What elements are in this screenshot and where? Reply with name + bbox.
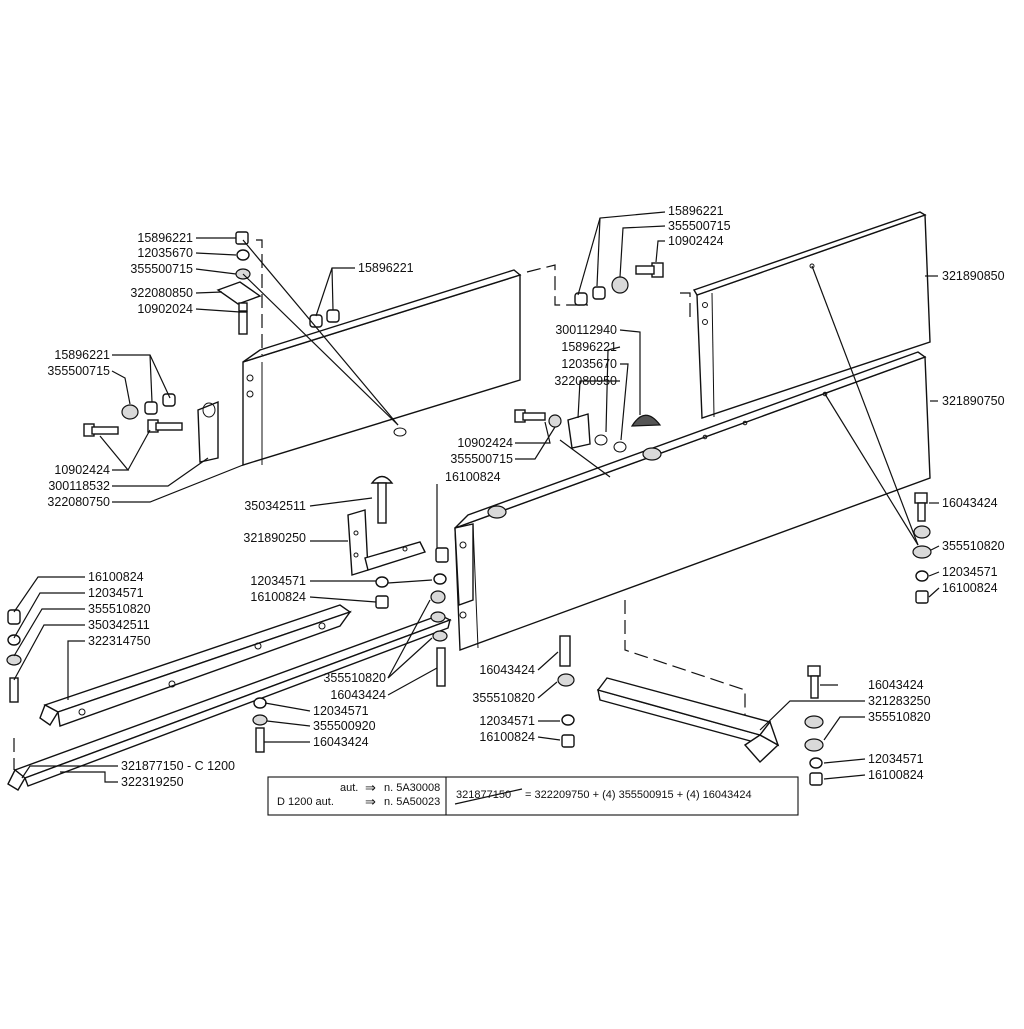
label-l43: 12034571 (313, 704, 369, 718)
label-l40: 16100824 (479, 730, 535, 744)
label-l42: 16043424 (330, 688, 386, 702)
label-l03: 355500715 (130, 262, 193, 276)
label-l04: 322080850 (130, 286, 193, 300)
right-bottom-rail (596, 677, 780, 764)
label-l48: 355510820 (868, 710, 931, 724)
label-l11: 322080750 (47, 495, 110, 509)
label-l05: 10902024 (137, 302, 193, 316)
label-l30: 16100824 (88, 570, 144, 584)
label-l29: 16100824 (250, 590, 306, 604)
arrow-icon-2: ⇒ (365, 794, 376, 809)
hardware-center-right (557, 635, 575, 748)
label-l25: 321890250 (243, 531, 306, 545)
note-equation: = 322209750 + (4) 355500915 + (4) 160434… (525, 789, 752, 801)
leader-lines (13, 211, 940, 783)
hardware-far-right (804, 492, 932, 786)
label-l09: 10902424 (54, 463, 110, 477)
label-l41: 355510820 (323, 671, 386, 685)
note-serial-1: n. 5A30008 (384, 782, 440, 794)
label-l27: 355510820 (942, 539, 1005, 553)
label-l06: 15896221 (358, 261, 414, 275)
note-serial-2: n. 5A50023 (384, 796, 440, 808)
hardware-center (252, 475, 449, 753)
label-l33: 350342511 (88, 618, 150, 632)
left-bottom-rails (7, 604, 452, 791)
note-struck-part: 321877150 (456, 789, 511, 801)
label-l32: 355510820 (88, 602, 151, 616)
label-l10: 300118532 (48, 479, 110, 493)
label-l52: 322319250 (121, 775, 184, 789)
angle-bracket (347, 509, 426, 576)
label-l12: 15896221 (668, 204, 724, 218)
label-l44: 355500920 (313, 719, 376, 733)
label-l16: 300112940 (555, 323, 617, 337)
assembly-dashed-lines (13, 239, 746, 770)
label-l51: 321877150 - C 1200 (121, 759, 235, 773)
part-number-labels: 15896221 12035670 355500715 322080850 10… (47, 204, 1004, 789)
label-l22: 355500715 (450, 452, 513, 466)
hardware-left (83, 231, 340, 463)
upper-right-panel (692, 211, 931, 419)
label-l31: 12034571 (88, 586, 144, 600)
label-l02: 12035670 (137, 246, 193, 260)
left-side-panel (242, 269, 522, 466)
note-d1200-label: D 1200 aut. (277, 796, 334, 808)
label-l46: 16043424 (868, 678, 924, 692)
label-l15: 321890850 (942, 269, 1005, 283)
label-l23: 16100824 (445, 470, 501, 484)
label-l21: 10902424 (457, 436, 513, 450)
label-l20: 321890750 (942, 394, 1005, 408)
label-l50: 16100824 (868, 768, 924, 782)
label-l45: 16043424 (313, 735, 369, 749)
label-l28: 12034571 (250, 574, 306, 588)
label-l26: 16043424 (942, 496, 998, 510)
variant-note-box: aut. ⇒ n. 5A30008 D 1200 aut. ⇒ n. 5A500… (267, 776, 799, 816)
label-l18: 12035670 (561, 357, 617, 371)
hardware-right (514, 262, 664, 453)
label-l07: 15896221 (54, 348, 110, 362)
label-l34: 322314750 (88, 634, 151, 648)
long-main-panel (454, 351, 931, 651)
label-l17: 15896221 (561, 340, 617, 354)
label-l39: 12034571 (479, 714, 535, 728)
label-l35: 12034571 (942, 565, 998, 579)
label-l08: 355500715 (47, 364, 110, 378)
label-l14: 10902424 (668, 234, 724, 248)
note-aut-label: aut. (340, 782, 358, 794)
label-l13: 355500715 (668, 219, 731, 233)
label-l36: 16100824 (942, 581, 998, 595)
arrow-icon-1: ⇒ (365, 780, 376, 795)
label-l49: 12034571 (868, 752, 924, 766)
label-l47: 321283250 (868, 694, 931, 708)
label-l24: 350342511 (244, 499, 306, 513)
hardware-lower-left (6, 609, 22, 703)
label-l37: 16043424 (479, 663, 535, 677)
label-l19: 322080950 (554, 374, 617, 388)
label-l01: 15896221 (137, 231, 193, 245)
label-l38: 355510820 (472, 691, 535, 705)
